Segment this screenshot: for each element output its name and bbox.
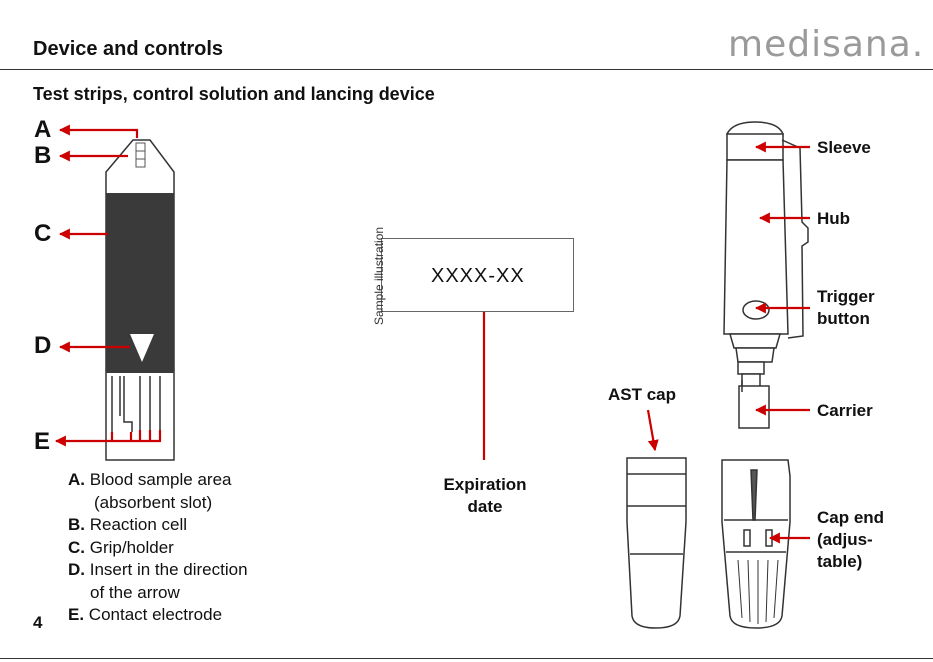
legend-item-d-detail: of the arrow [90, 582, 180, 602]
legend-item-a: A. Blood sample area [68, 470, 232, 489]
strip-legend: A. Blood sample area (absorbent slot) B.… [68, 469, 248, 627]
carrier-shape [738, 385, 770, 429]
expiration-date-callout: Expiration date [443, 475, 527, 516]
label-c: C [34, 220, 52, 247]
label-b: B [34, 142, 52, 169]
cap-end-label: Cap end (adjus- table) [817, 508, 885, 571]
page-title: Device and controls [33, 38, 224, 60]
lancing-device-illustration [723, 121, 809, 429]
sample-illustration-label: Sample illustration [372, 226, 386, 325]
ast-cap-leader-line [646, 409, 659, 452]
contact-electrode [111, 376, 161, 432]
ast-cap-illustration [626, 457, 687, 629]
label-a: A [34, 116, 52, 143]
legend-item-c: C. Grip/holder [68, 537, 174, 557]
trigger-button-label: Trigger button [817, 287, 875, 328]
cap-end-illustration [721, 459, 791, 629]
reaction-cell [135, 142, 146, 168]
insert-arrow-icon [130, 334, 154, 362]
label-e: E [34, 428, 51, 455]
trigger-button-shape [742, 300, 770, 320]
hub-label: Hub [817, 209, 851, 228]
page-number: 4 [33, 613, 43, 632]
label-d: D [34, 332, 52, 359]
section-subtitle: Test strips, control solution and lancin… [33, 84, 435, 104]
ast-cap-label: AST cap [608, 385, 677, 404]
expiration-code: XXXX-XX [431, 265, 525, 287]
medisana-logo: medisana. [728, 24, 925, 65]
legend-item-b: B. Reaction cell [68, 515, 188, 534]
legend-item-d: D. Insert in the direction [68, 560, 248, 579]
header-divider [0, 69, 933, 70]
test-strip-illustration [54, 124, 175, 461]
legend-item-a-detail: (absorbent slot) [94, 492, 213, 512]
carrier-label: Carrier [817, 401, 873, 420]
sleeve-label: Sleeve [817, 138, 871, 157]
footer-divider [0, 658, 933, 659]
legend-item-e: E. Contact electrode [68, 605, 223, 624]
expiration-sample-box [381, 238, 574, 312]
